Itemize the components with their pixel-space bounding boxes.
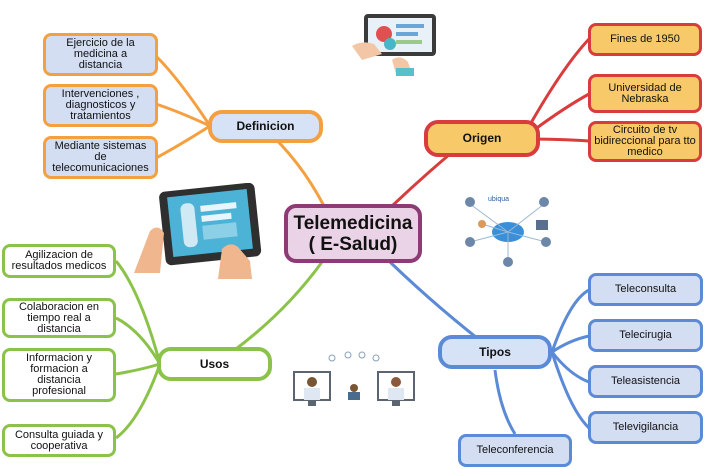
usos-item-4[interactable]: Consulta guiada y cooperativa [2, 424, 116, 457]
usos-item-1-line: resultados medicos [11, 260, 107, 272]
tipos-item-5-text: Teleconferencia [476, 444, 554, 456]
link-def-3 [155, 124, 211, 160]
tipos-item-4-text: Televigilancia [612, 421, 679, 433]
definicion-item-2-line: Intervenciones , [61, 88, 140, 100]
definicion-item-1-line: distancia [78, 59, 123, 71]
link-tipos-2 [551, 334, 590, 354]
definicion-item-2-line: diagnosticos y [65, 99, 136, 111]
link-def-2 [155, 102, 211, 128]
central-title-line2: ( E-Salud) [308, 233, 398, 255]
usos-label: Usos [199, 356, 230, 371]
central-topic[interactable]: Telemedicina ( E-Salud) [284, 204, 422, 263]
tipos-node[interactable]: Tipos [438, 335, 552, 369]
usos-item-2-line: tiempo real a [27, 311, 91, 324]
usos-item-3-line: distancia [37, 374, 81, 386]
usos-item-4-line: Consulta guiada y [14, 428, 104, 441]
network-label: ubiqua [488, 196, 509, 203]
usos-item-3-line: formacion a [30, 363, 88, 375]
link-usos-1 [114, 260, 162, 365]
link-usos-3 [115, 362, 161, 376]
definicion-item-1-line: medicina a [73, 48, 128, 60]
usos-item-3-line: profesional [32, 385, 86, 397]
tipos-item-televigilancia[interactable]: Televigilancia [588, 411, 703, 444]
origen-item-2-line: Nebraska [621, 92, 669, 105]
link-tipos-3 [550, 351, 590, 384]
origen-item-3-line: medico [627, 146, 663, 158]
tipos-item-1-text: Teleconsulta [614, 283, 677, 295]
definicion-item-1-line: Ejercicio de la [66, 37, 135, 49]
link-def-1 [154, 54, 212, 127]
tipos-item-teleasistencia[interactable]: Teleasistencia [588, 365, 703, 398]
tipos-item-teleconferencia[interactable]: Teleconferencia [458, 434, 572, 467]
definicion-item-3[interactable]: Mediante sistemas de telecomunicaciones [43, 136, 158, 179]
definicion-item-3-line: de [94, 151, 107, 163]
origen-item-1-text: Fines de 1950 [610, 33, 680, 45]
central-title-line1: Telemedicina [293, 212, 413, 234]
definicion-item-2[interactable]: Intervenciones , diagnosticos y tratamie… [43, 84, 158, 127]
tipos-item-telecirugia[interactable]: Telecirugia [588, 319, 703, 352]
usos-item-2-line: Colaboracion en [18, 300, 100, 313]
definicion-item-3-line: Mediante sistemas [54, 140, 147, 152]
usos-item-3[interactable]: Informacion y formacion a distancia prof… [2, 348, 116, 402]
usos-item-2-line: distancia [37, 322, 81, 335]
link-tipos-5 [493, 369, 517, 435]
heart-icon [376, 26, 392, 42]
usos-item-2[interactable]: Colaboracion en tiempo real a distancia [2, 298, 116, 338]
usos-node[interactable]: Usos [157, 347, 272, 381]
definicion-item-3-line: telecomunicaciones [52, 162, 149, 174]
definicion-item-1[interactable]: Ejercicio de la medicina a distancia [43, 33, 158, 76]
tipos-item-teleconsulta[interactable]: Teleconsulta [588, 273, 703, 306]
origen-item-2-line: Universidad de [608, 81, 682, 94]
origen-item-3[interactable]: Circuito de tv bidireccional para tto me… [588, 121, 702, 162]
network-illustration: ubiqua [465, 196, 551, 267]
origen-label: Origen [462, 131, 502, 145]
tipos-label: Tipos [479, 344, 511, 359]
usos-item-1[interactable]: Agilizacion de resultados medicos [2, 244, 116, 278]
usos-item-1-line: Agilizacion de [25, 249, 93, 261]
origen-node[interactable]: Origen [424, 120, 540, 157]
tipos-item-2-text: Telecirugia [619, 329, 672, 341]
link-usos-2 [115, 316, 162, 365]
origen-item-2[interactable]: Universidad de Nebraska [588, 74, 702, 113]
definicion-node[interactable]: Definicion [208, 110, 323, 143]
video-consult-illustration [293, 351, 415, 406]
origen-item-3-line: Circuito de tv [612, 124, 678, 136]
usos-item-3-line: Informacion y [25, 352, 93, 364]
definicion-label: Definicion [236, 119, 295, 133]
origen-item-3-line: bidireccional para tto [594, 135, 696, 147]
definicion-item-2-line: tratamientos [70, 110, 131, 122]
usos-item-4-line: cooperativa [30, 439, 88, 452]
tipos-item-3-text: Teleasistencia [610, 375, 681, 387]
origen-item-1[interactable]: Fines de 1950 [588, 23, 702, 56]
link-tipos-1 [550, 288, 590, 353]
link-tipos-4 [550, 351, 591, 430]
tablet-illustration [134, 183, 262, 279]
mobile-health-illustration [352, 14, 436, 76]
link-usos-4 [115, 363, 162, 440]
